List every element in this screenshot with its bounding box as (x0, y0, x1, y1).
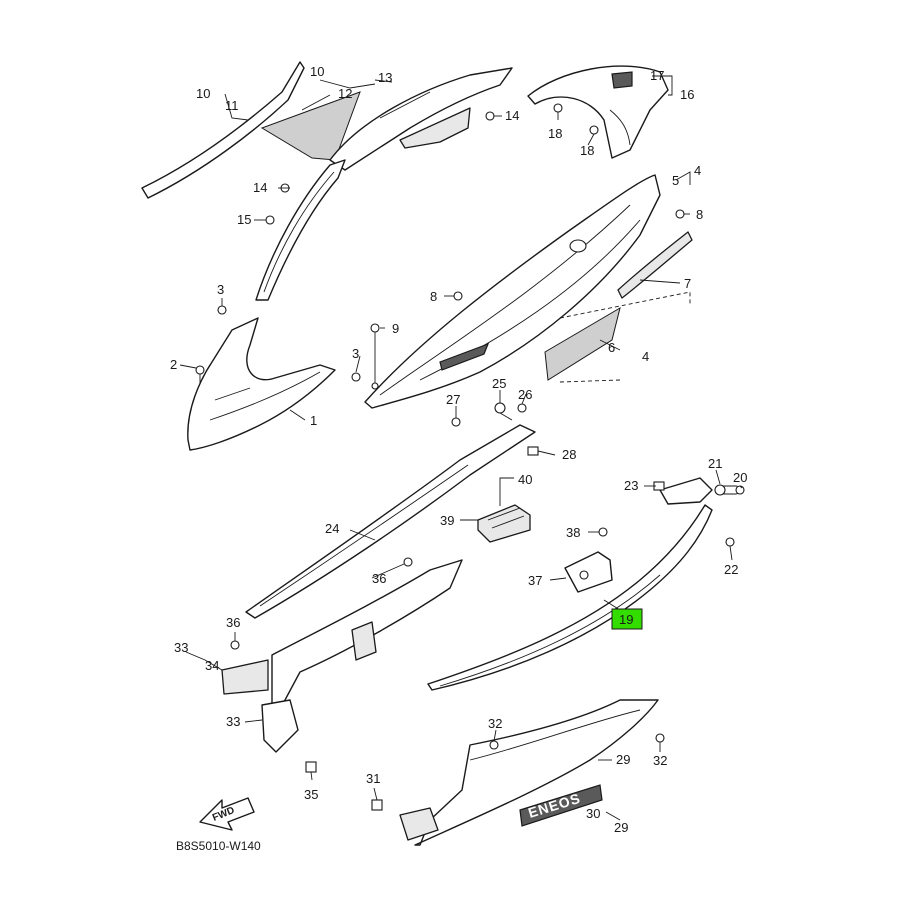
callout-12: 12 (338, 86, 352, 101)
callout-25: 25 (492, 376, 506, 391)
callout-29b: 29 (614, 820, 628, 835)
emblem-text: ENEOS (526, 790, 582, 821)
screw-20 (735, 485, 745, 495)
callout-8b: 8 (696, 207, 703, 222)
callout-38: 38 (566, 525, 580, 540)
part-19-side-molding[interactable] (427, 504, 713, 691)
callout-4b: 4 (642, 349, 649, 364)
callout-10b: 10 (310, 64, 324, 79)
callout-13: 13 (378, 70, 392, 85)
callout-9: 9 (392, 321, 399, 336)
screw-8a (453, 291, 463, 301)
screw-22 (725, 537, 735, 547)
screw-15 (265, 215, 275, 225)
screw-32a (489, 740, 499, 750)
screw-3b (351, 372, 361, 382)
leader-lines (179, 75, 743, 821)
part-6-side-panel[interactable] (544, 306, 621, 381)
callout-3a: 3 (217, 282, 224, 297)
callout-19: 19 (619, 612, 633, 627)
callout-14b: 14 (253, 180, 267, 195)
part-16-rear-cover[interactable] (527, 65, 669, 159)
callout-3b: 3 (352, 346, 359, 361)
callout-14a: 14 (505, 108, 519, 123)
screw-18a (553, 103, 563, 113)
nut-21 (714, 484, 726, 496)
callout-36a: 36 (372, 571, 386, 586)
callout-18a: 18 (548, 126, 562, 141)
callout-labels: 10 11 10 12 13 14 17 16 18 18 14 15 4 5 … (170, 64, 747, 835)
screw-3a (217, 305, 227, 315)
callout-27: 27 (446, 392, 460, 407)
callout-32a: 32 (488, 716, 502, 731)
nut-27 (451, 417, 461, 427)
screw-18b (589, 125, 599, 135)
callout-2: 2 (170, 357, 177, 372)
callout-29a: 29 (616, 752, 630, 767)
callout-31: 31 (366, 771, 380, 786)
callout-24: 24 (325, 521, 339, 536)
screw-9 (370, 323, 380, 390)
screw-36a (403, 557, 413, 567)
callout-5: 5 (672, 173, 679, 188)
nut-31 (371, 799, 383, 811)
part-24-lower-rail[interactable] (245, 424, 536, 619)
callout-36b: 36 (226, 615, 240, 630)
part-23-bracket[interactable] (659, 477, 739, 505)
callout-33b: 33 (226, 714, 240, 729)
callout-18b: 18 (580, 143, 594, 158)
part-15-rail[interactable] (255, 159, 346, 301)
callout-20: 20 (733, 470, 747, 485)
callout-10a: 10 (196, 86, 210, 101)
part-39-damper[interactable] (477, 504, 531, 543)
part-29-under-cover[interactable] (399, 699, 659, 846)
part-7-trim-strip[interactable] (617, 231, 693, 299)
callout-17: 17 (650, 68, 664, 83)
callout-34: 34 (205, 658, 219, 673)
screw-32b (655, 733, 665, 743)
screw-26 (517, 403, 527, 413)
callout-37: 37 (528, 573, 542, 588)
callout-16: 16 (680, 87, 694, 102)
callout-8a: 8 (430, 289, 437, 304)
nut-28 (527, 446, 539, 456)
callout-15: 15 (237, 212, 251, 227)
callout-22: 22 (724, 562, 738, 577)
part-11-strip[interactable] (141, 61, 305, 199)
callout-11: 11 (225, 98, 239, 113)
screw-38 (598, 527, 608, 537)
screw-8b (675, 209, 685, 219)
callout-28: 28 (562, 447, 576, 462)
callout-21: 21 (708, 456, 722, 471)
callout-7: 7 (684, 276, 691, 291)
screw-2 (195, 365, 205, 384)
callout-33a: 33 (174, 640, 188, 655)
callout-4a: 4 (694, 163, 701, 178)
callout-30: 30 (586, 806, 600, 821)
callout-40: 40 (518, 472, 532, 487)
callout-1: 1 (310, 413, 317, 428)
part-1-front-cowl[interactable] (187, 317, 336, 451)
highlight-badge-19[interactable] (611, 608, 643, 630)
callout-23: 23 (624, 478, 638, 493)
callout-6: 6 (608, 340, 615, 355)
diagram-code: B8S5010-W140 (176, 839, 261, 853)
screw-36b (230, 640, 240, 650)
callout-39: 39 (440, 513, 454, 528)
screw-25 (494, 402, 513, 421)
nut-35 (305, 761, 317, 773)
screw-14a (485, 111, 495, 121)
callout-35: 35 (304, 787, 318, 802)
fwd-arrow-icon: FWD (199, 797, 255, 831)
callout-32b: 32 (653, 753, 667, 768)
callout-26: 26 (518, 387, 532, 402)
part-33-frame-bracket[interactable] (221, 559, 463, 753)
part-main-side-cover[interactable] (364, 174, 661, 409)
part-37-clip-bracket[interactable] (564, 551, 613, 593)
part-12-upper-cover[interactable] (260, 67, 513, 171)
